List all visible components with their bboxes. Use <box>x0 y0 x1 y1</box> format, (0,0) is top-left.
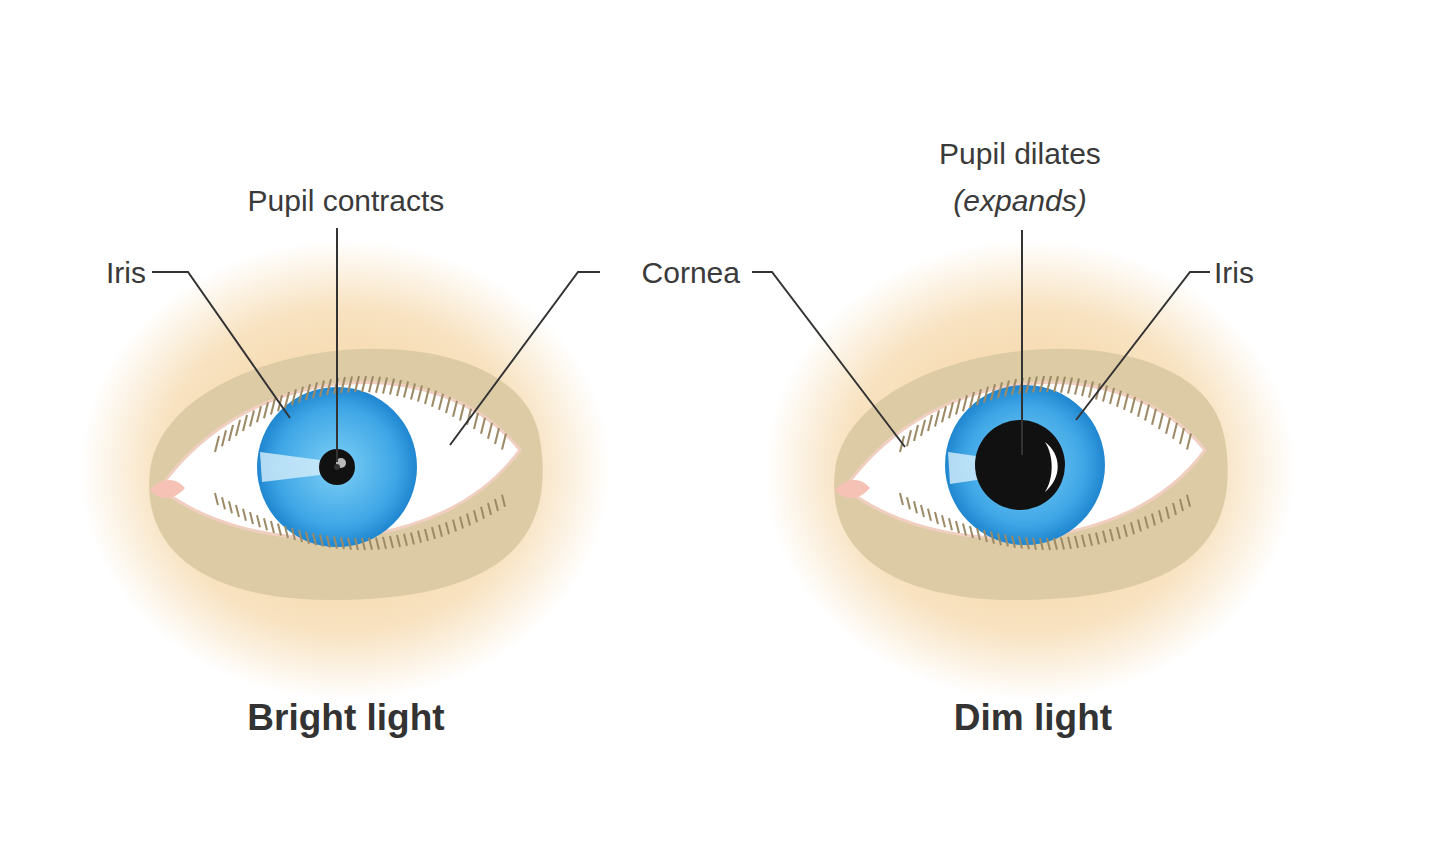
part-label: Cornea <box>642 256 740 289</box>
callout-label: (expands) <box>953 184 1086 217</box>
callout-label: Pupil contracts <box>248 184 445 217</box>
callout-label: Pupil dilates <box>939 137 1101 170</box>
caption-label: Dim light <box>954 698 1112 739</box>
part-label: Iris <box>1214 256 1254 289</box>
caption-label: Bright light <box>247 698 444 739</box>
part-label: Iris <box>106 256 146 289</box>
